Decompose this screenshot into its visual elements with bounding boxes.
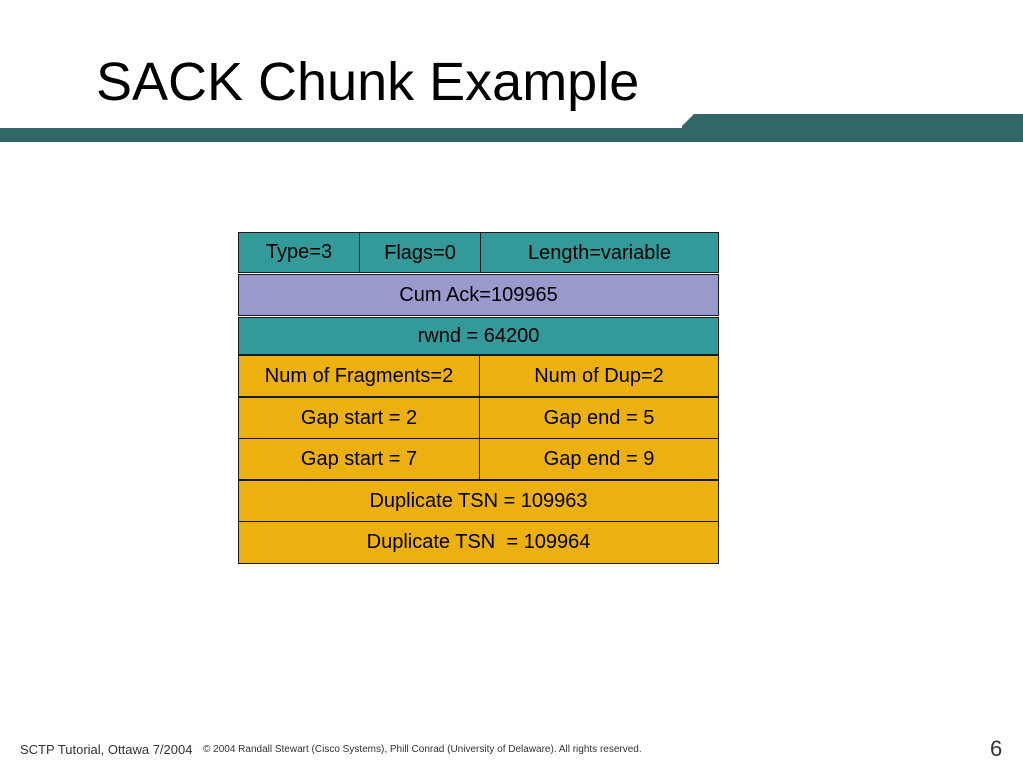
- gap-start-label: Gap start = 2: [300, 406, 418, 429]
- title-bar-thick-tab: [682, 114, 1023, 142]
- num-dup-field: Num of Dup=2: [479, 355, 719, 397]
- duplicate-tsn-field: Duplicate TSN = 109963: [238, 480, 719, 522]
- duplicate-tsn-label: Duplicate TSN = 109964: [366, 531, 591, 553]
- title-underline-bar: [0, 114, 1023, 142]
- cum-ack-field: Cum Ack=109965: [238, 274, 719, 316]
- gap-start-label: Gap start = 7: [300, 447, 418, 470]
- slide-title: SACK Chunk Example: [96, 52, 640, 112]
- gap-start-field: Gap start = 2: [238, 397, 480, 439]
- footer-copyright: © 2004 Randall Stewart (Cisco Systems), …: [203, 744, 642, 755]
- num-fragments-label: Num of Fragments=2: [264, 364, 454, 387]
- gap-end-field: Gap end = 9: [479, 438, 719, 480]
- gap-end-label: Gap end = 9: [543, 447, 655, 470]
- footer-tutorial-label: SCTP Tutorial, Ottawa 7/2004: [20, 742, 193, 757]
- num-fragments-field: Num of Fragments=2: [238, 355, 480, 397]
- type-field-label: Type=3: [265, 241, 333, 263]
- gap-start-field: Gap start = 7: [238, 438, 480, 480]
- flags-field: Flags=0: [359, 232, 481, 273]
- length-field: Length=variable: [480, 232, 719, 273]
- num-dup-label: Num of Dup=2: [534, 364, 664, 387]
- page-number: 6: [990, 736, 1003, 761]
- type-field: Type=3: [238, 232, 360, 273]
- rwnd-label: rwnd = 64200: [417, 324, 540, 347]
- rwnd-field: rwnd = 64200: [238, 317, 719, 355]
- length-field-label: Length=variable: [528, 242, 671, 264]
- flags-field-label: Flags=0: [384, 242, 456, 264]
- duplicate-tsn-label: Duplicate TSN = 109963: [369, 489, 588, 512]
- gap-end-label: Gap end = 5: [543, 406, 655, 429]
- duplicate-tsn-field: Duplicate TSN = 109964: [238, 521, 719, 564]
- cum-ack-label: Cum Ack=109965: [399, 283, 558, 306]
- gap-end-field: Gap end = 5: [479, 397, 719, 439]
